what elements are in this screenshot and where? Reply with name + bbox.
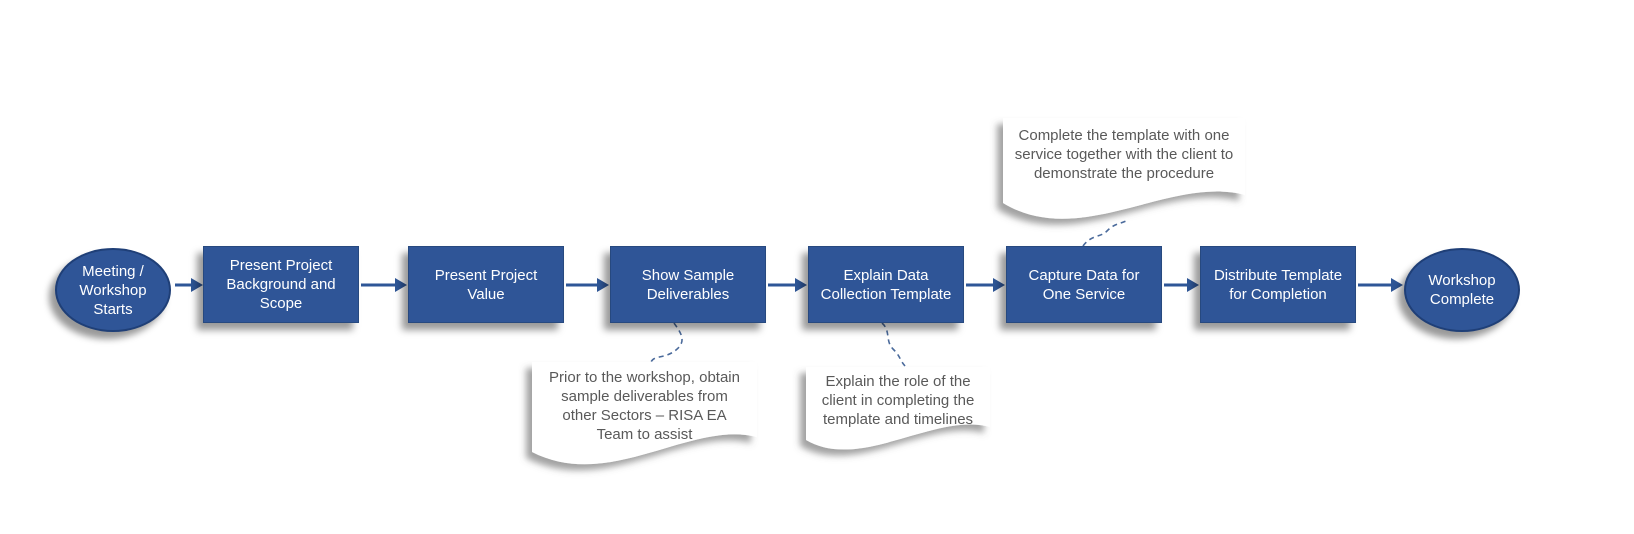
process-step-3-label: Show Sample Deliverables [641, 266, 735, 303]
flow-arrow-3 [566, 278, 609, 292]
callout-note-bottom-left-text: Prior to the workshop, obtain sample del… [549, 369, 740, 443]
process-step-1-label: Present Project Background and Scope [226, 257, 336, 312]
process-step-1: Present Project Background and Scope [203, 246, 359, 323]
flow-arrow-5 [966, 278, 1005, 292]
callout-connector-bottom-left [650, 322, 683, 363]
callout-connector-top [1082, 219, 1129, 247]
callout-note-shape-bottom-middle [806, 367, 990, 450]
process-step-6: Distribute Template for Completion [1200, 246, 1356, 323]
flow-arrow-2 [361, 278, 407, 292]
process-step-6-label: Distribute Template for Completion [1213, 266, 1343, 303]
flow-arrow-4 [768, 278, 807, 292]
process-step-2-label: Present Project Value [434, 266, 538, 303]
process-step-3: Show Sample Deliverables [610, 246, 766, 323]
callout-note-top-text: Complete the template with one service t… [1014, 127, 1234, 182]
flow-arrow-7 [1358, 278, 1403, 292]
terminator-start-label: Meeting / Workshop Starts [79, 262, 147, 318]
callout-connector-bottom-middle [881, 322, 906, 367]
terminator-end: Workshop Complete [1404, 248, 1520, 332]
process-step-5-label: Capture Data for One Service [1028, 266, 1140, 303]
process-step-4-label: Explain Data Collection Template [820, 266, 952, 303]
process-step-2: Present Project Value [408, 246, 564, 323]
terminator-start: Meeting / Workshop Starts [55, 248, 171, 332]
flow-arrow-6 [1164, 278, 1199, 292]
terminator-end-label: Workshop Complete [1428, 272, 1496, 308]
process-step-4: Explain Data Collection Template [808, 246, 964, 323]
callout-note-bottom-middle-text: Explain the role of the client in comple… [821, 373, 975, 428]
flow-arrow-1 [175, 278, 203, 292]
callout-note-shape-bottom-left [532, 362, 757, 465]
process-step-5: Capture Data for One Service [1006, 246, 1162, 323]
callout-note-shape-top [1003, 118, 1245, 219]
